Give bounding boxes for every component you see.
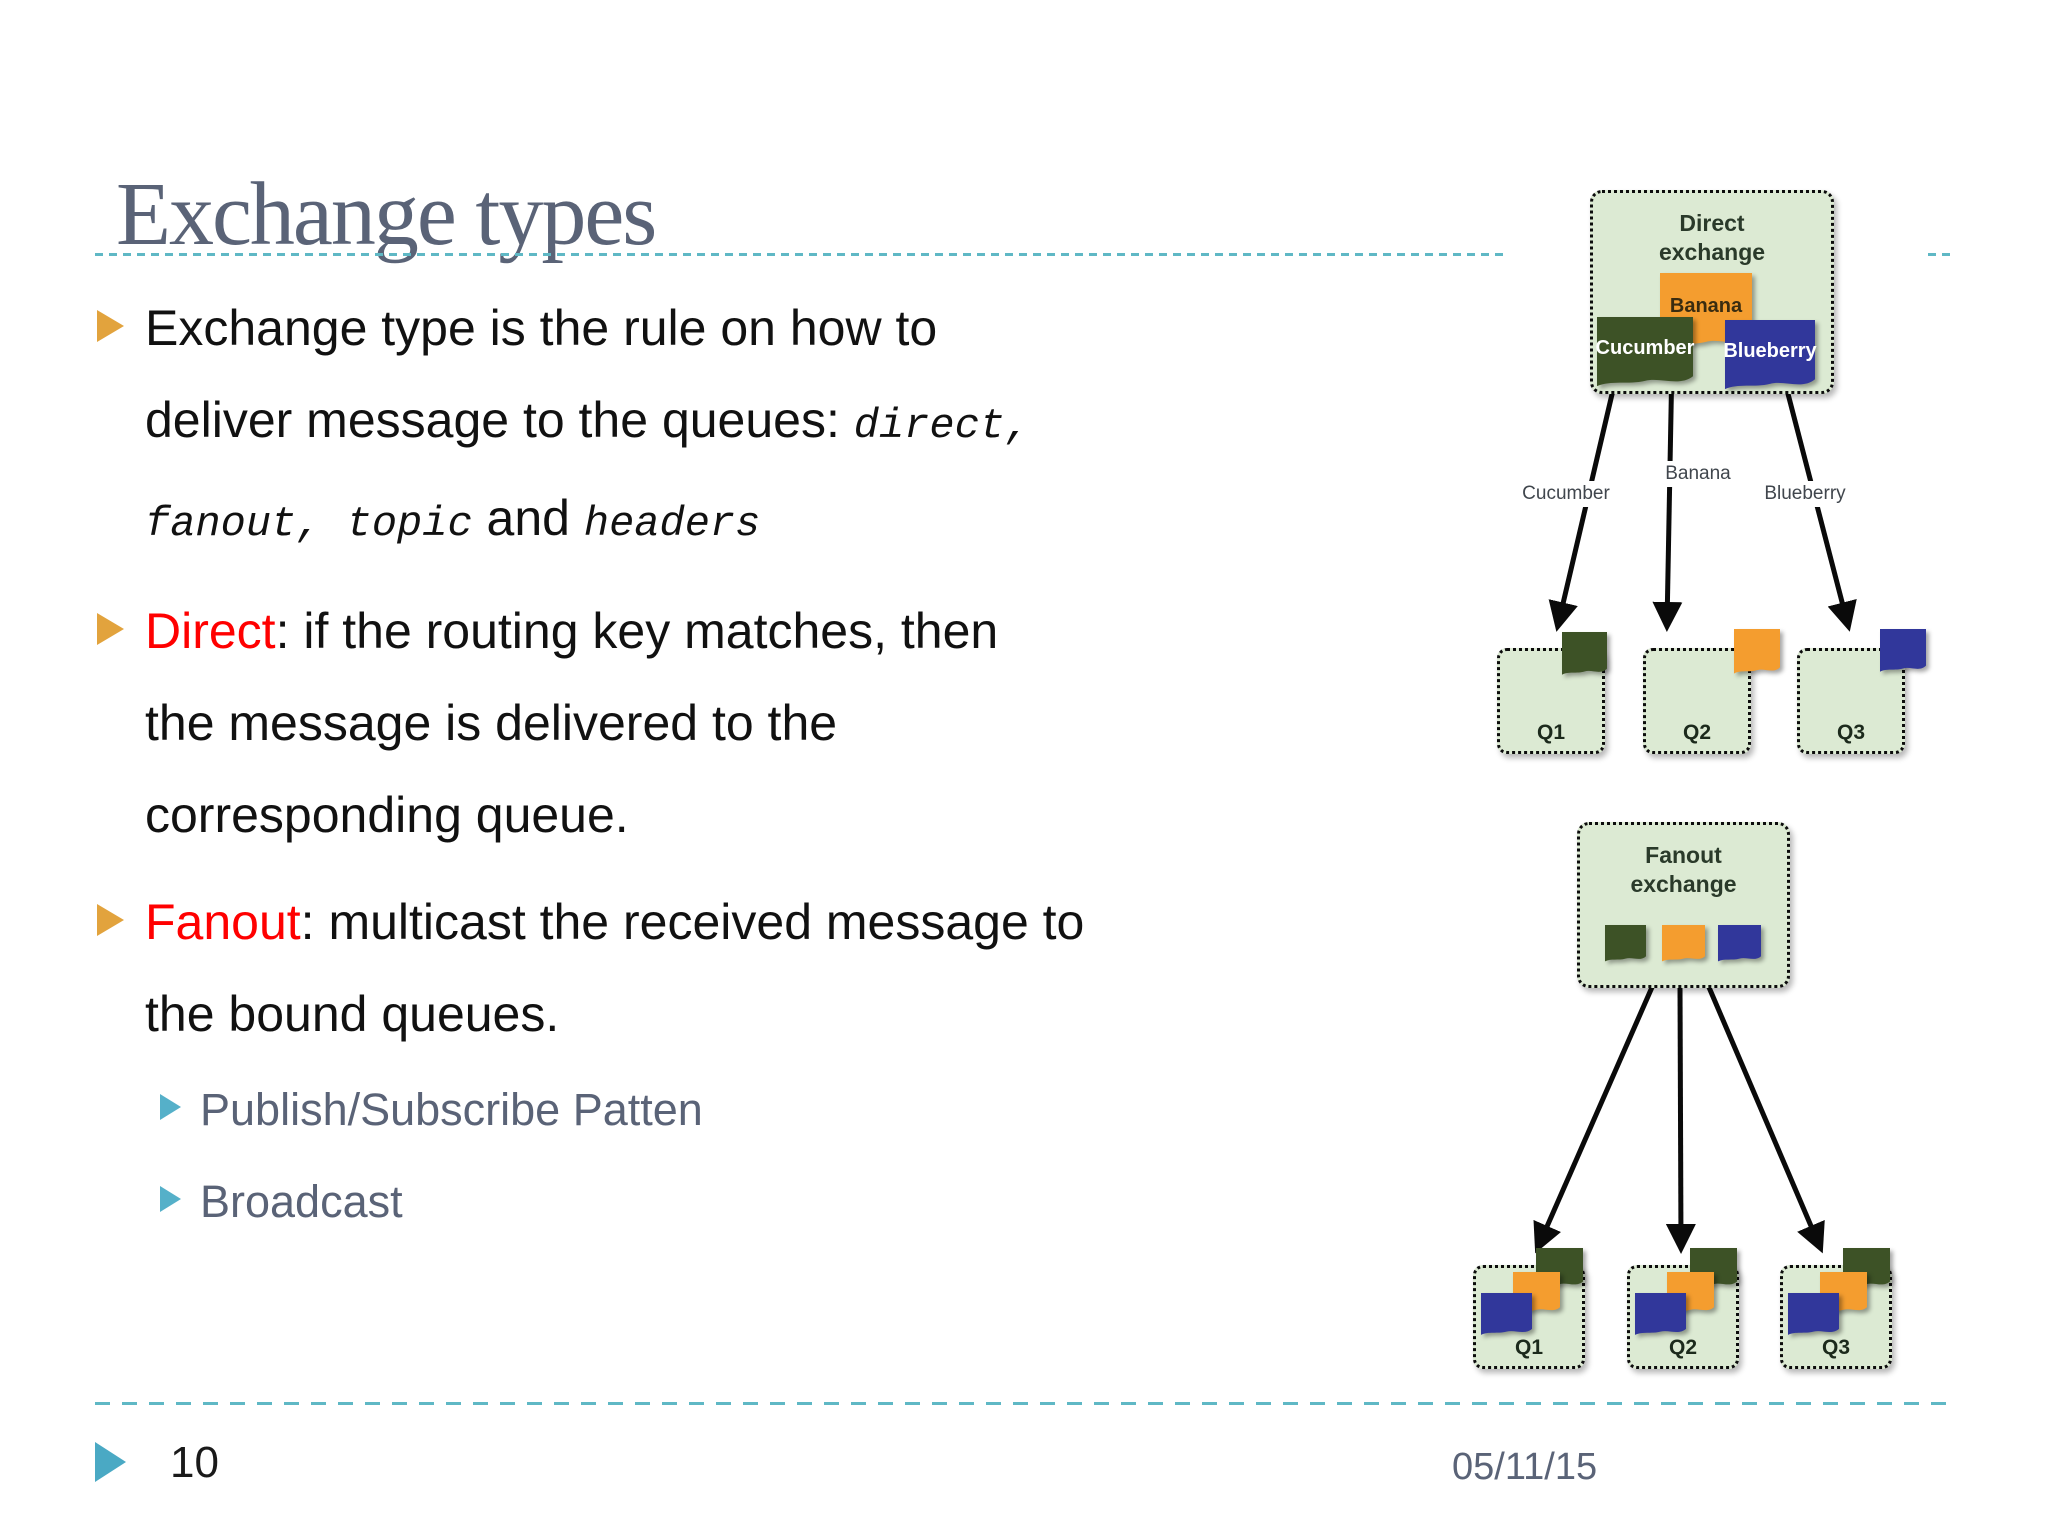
queue-tag-blue <box>1880 629 1926 676</box>
fanout-exchange-box: Fanout exchange <box>1577 822 1790 988</box>
subbullet-text: Publish/Subscribe Patten <box>200 1084 703 1135</box>
bullet-text: corresponding queue. <box>145 787 629 843</box>
ribbon-icon <box>1635 1293 1686 1335</box>
keyword-fanout: Fanout <box>145 894 301 950</box>
footer-triangle-icon <box>95 1442 126 1482</box>
fanout-queue-box-q1: Q1 <box>1473 1248 1585 1369</box>
queue-box-q2: Q2 <box>1643 648 1751 754</box>
queue-tag-green <box>1562 632 1607 679</box>
queue-label: Q3 <box>1821 1336 1850 1359</box>
arrow-fanout-1 <box>1533 983 1656 1254</box>
code-term: fanout, topic <box>145 500 473 548</box>
ribbon-icon <box>1481 1293 1532 1335</box>
arrow-fanout-3 <box>1705 984 1825 1254</box>
binding-tag-cucumber: Cucumber <box>1595 317 1695 393</box>
keyword-direct: Direct <box>145 603 276 659</box>
subbullet-triangle-icon <box>160 1094 181 1120</box>
message-tag-orange <box>1662 925 1705 965</box>
bullet-line: fanout, topic and headers <box>145 472 1030 570</box>
title-divider-fragment <box>1928 253 1956 256</box>
ribbon-icon <box>1718 925 1761 962</box>
bullet-exchange-type: Exchange type is the rule on how to deli… <box>95 282 1030 570</box>
bullet-text: the bound queues. <box>145 986 560 1042</box>
ribbon-icon <box>1788 1293 1839 1335</box>
subbullet-text: Broadcast <box>200 1176 403 1227</box>
queue-label: Q2 <box>1682 721 1711 744</box>
queue-label: Q1 <box>1536 721 1565 744</box>
arrow-banana <box>1652 359 1683 632</box>
message-tag-blue <box>1481 1293 1532 1339</box>
title-divider <box>95 253 1507 256</box>
bullet-direct: Direct: if the routing key matches, then… <box>95 585 998 861</box>
bullet-line: the bound queues. <box>145 968 1084 1060</box>
bullet-text: the message is delivered to the <box>145 695 838 751</box>
queue-label: Q3 <box>1836 721 1865 744</box>
bullet-line: Exchange type is the rule on how to <box>145 282 1030 374</box>
fanout-queue-box-q3: Q3 <box>1780 1248 1892 1369</box>
subbullet-broadcast: Broadcast <box>158 1170 403 1234</box>
bullet-line: Direct: if the routing key matches, then <box>145 585 998 677</box>
page-title: Exchange types <box>116 165 657 264</box>
bullet-line: Fanout: multicast the received message t… <box>145 876 1084 968</box>
binding-tag-blueberry: Blueberry <box>1723 320 1817 396</box>
bullet-triangle-icon <box>97 904 124 936</box>
ribbon-icon <box>1662 925 1705 962</box>
code-term: headers <box>583 500 761 548</box>
bullet-text: and <box>472 490 584 546</box>
arrows-layer <box>1533 359 1857 1254</box>
routing-key-label-blueberry: Blueberry <box>1753 481 1857 507</box>
slide-date: 05/11/15 <box>1452 1446 1598 1488</box>
bullet-text: : multicast the received message to <box>300 894 1085 950</box>
message-tag-blue <box>1718 925 1761 965</box>
tag-label: Cucumber <box>1595 336 1695 359</box>
page-number: 10 <box>170 1438 219 1487</box>
bullet-line: deliver message to the queues: direct, <box>145 374 1030 472</box>
queue-label: Q2 <box>1668 1336 1697 1359</box>
bullet-text: : if the routing key matches, then <box>275 603 999 659</box>
bullet-line: corresponding queue. <box>145 769 998 861</box>
arrow-blueberry <box>1784 389 1857 632</box>
bullet-text: Exchange type is the rule on how to <box>145 300 938 356</box>
binding-tag-banana: Banana <box>1660 273 1752 355</box>
tag-label: Banana <box>1669 295 1743 318</box>
ribbon-icon <box>1605 925 1646 962</box>
routing-key-label-banana: Banana <box>1650 461 1746 487</box>
direct-exchange-title: Direct exchange <box>1658 210 1766 265</box>
message-tag-blue <box>1788 1293 1839 1339</box>
bullet-text: deliver message to the queues: <box>145 392 854 448</box>
arrow-cucumber <box>1548 389 1616 632</box>
exchange-diagrams: Direct exchange Banana Cucumber Blueberr… <box>1450 175 2020 1425</box>
subbullet-triangle-icon <box>160 1186 181 1212</box>
queue-tag-orange <box>1734 629 1780 678</box>
ribbon-icon <box>1562 632 1607 675</box>
bullet-fanout: Fanout: multicast the received message t… <box>95 876 1084 1060</box>
routing-key-label-cucumber: Cucumber <box>1510 481 1622 507</box>
bullet-triangle-icon <box>97 310 124 342</box>
code-term: direct, <box>853 402 1031 450</box>
message-tag-green <box>1605 925 1646 965</box>
arrow-fanout-2 <box>1665 984 1696 1254</box>
queue-label: Q1 <box>1514 1336 1543 1359</box>
message-tag-blue <box>1635 1293 1686 1339</box>
ribbon-icon <box>1880 629 1926 672</box>
footer-divider <box>95 1402 1947 1405</box>
fanout-exchange-title: Fanout exchange <box>1630 842 1737 897</box>
subbullet-pubsub: Publish/Subscribe Patten <box>158 1078 703 1142</box>
bullet-line: the message is delivered to the <box>145 677 998 769</box>
tag-label: Blueberry <box>1723 339 1817 362</box>
bullet-triangle-icon <box>97 613 124 645</box>
fanout-queue-box-q2: Q2 <box>1627 1248 1739 1369</box>
ribbon-icon <box>1734 629 1780 674</box>
